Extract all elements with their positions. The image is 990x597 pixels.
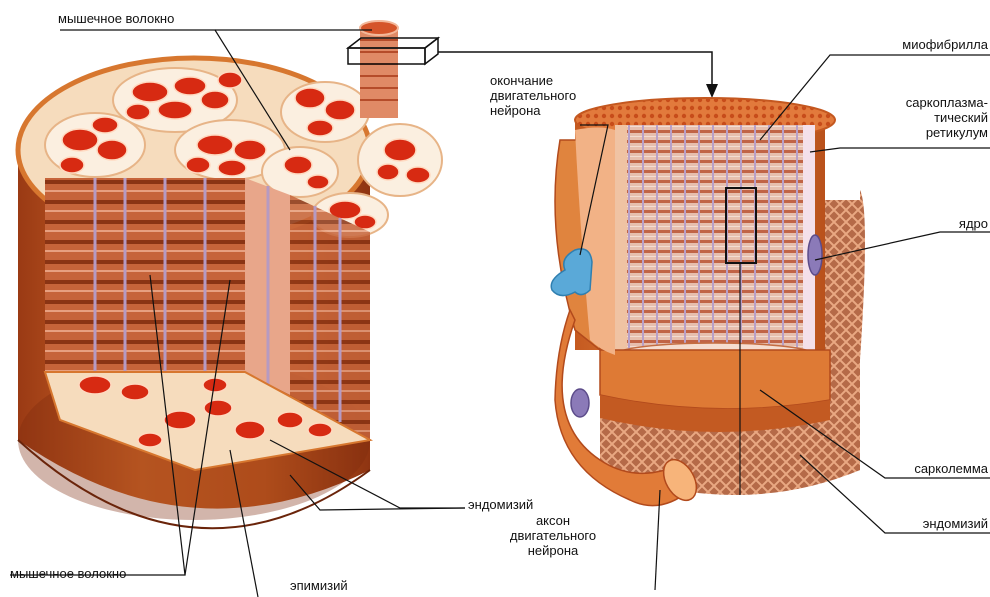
label-endomysium-left: эндомизий [468, 497, 533, 512]
label-nucleus: ядро [900, 216, 988, 231]
single-fiber-protrusion [360, 21, 398, 118]
nucleus-shape [808, 235, 822, 275]
label-muscle-fiber-bottom: мышечное волокно [10, 566, 126, 581]
label-myofibril: миофибрилла [860, 37, 988, 52]
label-axon: аксон двигательного нейрона [483, 513, 623, 558]
muscle-fiber-enlarged [551, 98, 865, 506]
label-muscle-fiber-top: мышечное волокно [58, 11, 174, 26]
arrow-head [706, 84, 718, 98]
motor-neuron-ending [551, 249, 592, 296]
label-sarcoplasmic-reticulum: саркоплазма- тический ретикулум [860, 95, 988, 140]
label-endomysium-right: эндомизий [860, 516, 988, 531]
label-epimysium: эпимизий [290, 578, 348, 593]
label-motor-neuron-ending: окончание двигательного нейрона [490, 73, 576, 118]
label-sarcolemma: сарколемма [860, 461, 988, 476]
